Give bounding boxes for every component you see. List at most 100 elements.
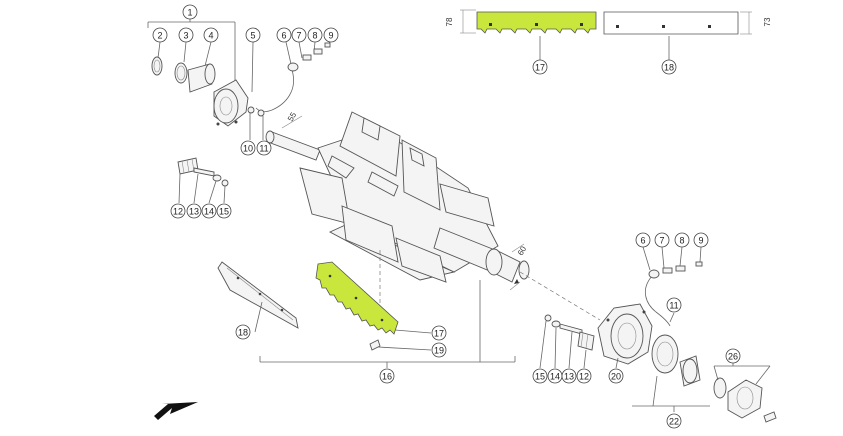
leader xyxy=(755,365,771,385)
callout-circle xyxy=(182,4,198,20)
callout-c22: 22 xyxy=(666,413,682,429)
spring-coil xyxy=(580,332,584,348)
dim-label-right: 73 xyxy=(763,17,772,26)
callout-number: 6 xyxy=(640,236,645,246)
callout-number: 9 xyxy=(698,236,703,246)
bearing-bore xyxy=(219,96,233,116)
callout-number: 2 xyxy=(157,31,162,41)
callout-c3: 3 xyxy=(178,27,194,43)
blade-hole xyxy=(616,25,619,28)
callout-c13a: 13 xyxy=(186,203,202,219)
callout-circle xyxy=(235,324,251,340)
leader xyxy=(583,349,587,369)
callout-c6a: 6 xyxy=(276,27,292,43)
leader xyxy=(642,246,651,271)
callout-c17a: 17 xyxy=(532,59,548,75)
bolt-shank xyxy=(193,167,215,177)
blade-hole xyxy=(380,318,384,322)
callout-circle xyxy=(654,232,670,248)
shaft-end xyxy=(265,130,275,144)
washer xyxy=(247,106,255,114)
callout-circle xyxy=(201,203,217,219)
circlip-inner xyxy=(176,65,186,81)
leader xyxy=(254,301,263,333)
arrow-mark-head xyxy=(514,279,519,284)
callout-c19: 19 xyxy=(431,342,447,358)
callout-number: 14 xyxy=(204,207,214,217)
callout-number: 8 xyxy=(679,236,684,246)
callout-c7b: 7 xyxy=(654,232,670,248)
inner-bar xyxy=(367,171,399,197)
callout-c18b: 18 xyxy=(235,324,251,340)
callout-number: 3 xyxy=(183,31,188,41)
callout-number: 6 xyxy=(281,31,286,41)
callout-c15b: 15 xyxy=(532,368,548,384)
serrated-blade-17 xyxy=(476,11,597,34)
callout-circle xyxy=(576,368,592,384)
blade-hole xyxy=(328,274,332,278)
blade-hole xyxy=(535,23,538,26)
callout-c7a: 7 xyxy=(291,27,307,43)
callout-circle xyxy=(725,348,741,364)
callout-number: 1 xyxy=(187,8,192,18)
nipple xyxy=(675,265,686,272)
leader xyxy=(298,41,303,59)
callout-circle xyxy=(532,59,548,75)
callout-circle xyxy=(379,368,395,384)
callout-c17b: 17 xyxy=(431,325,447,341)
hose-fitting xyxy=(287,62,299,72)
paddle xyxy=(341,205,399,263)
spring-coil xyxy=(186,159,190,173)
nipple xyxy=(302,54,312,61)
callout-circle xyxy=(245,27,261,43)
callout-number: 17 xyxy=(535,63,545,73)
callout-circle xyxy=(216,203,232,219)
leader xyxy=(568,331,573,369)
seal-ring-inner xyxy=(153,59,161,73)
nipple xyxy=(662,267,673,274)
callout-circle xyxy=(186,203,202,219)
leader xyxy=(204,41,212,67)
blade-hole xyxy=(708,25,711,28)
lower-blades xyxy=(217,261,516,368)
rotor-assembly: 55 60 xyxy=(265,110,530,291)
leader xyxy=(251,41,254,93)
callout-number: 18 xyxy=(238,328,248,338)
callout-c8b: 8 xyxy=(674,232,690,248)
grease-hose xyxy=(255,69,294,113)
callout-number: 17 xyxy=(434,329,444,339)
callout-number: 15 xyxy=(535,372,545,382)
callout-c14a: 14 xyxy=(201,203,217,219)
washer xyxy=(257,109,265,117)
blade-hole xyxy=(489,23,492,26)
bolt-19 xyxy=(369,339,381,351)
bolt xyxy=(606,318,610,322)
callout-circle xyxy=(307,27,323,43)
leader xyxy=(157,41,161,59)
bolt xyxy=(763,411,777,423)
leader xyxy=(539,320,547,369)
direction-arrow-icon xyxy=(154,402,198,420)
plain-blade-18 xyxy=(603,11,739,35)
callout-c18a: 18 xyxy=(661,59,677,75)
callout-c2: 2 xyxy=(152,27,168,43)
blade-hole xyxy=(580,23,583,26)
callout-number: 7 xyxy=(659,236,664,246)
shaft-end xyxy=(518,260,530,280)
callout-c11a: 11 xyxy=(256,140,272,156)
callout-c11b: 11 xyxy=(666,297,682,313)
callout-number: 10 xyxy=(243,144,253,154)
leader xyxy=(669,312,675,323)
callout-number: 11 xyxy=(669,301,678,311)
callout-number: 16 xyxy=(382,372,392,382)
callout-c12b: 12 xyxy=(576,368,592,384)
shaft-left xyxy=(267,131,321,161)
bolt xyxy=(216,122,220,126)
callout-circle xyxy=(666,413,682,429)
nipple xyxy=(324,42,331,48)
housing-bore xyxy=(617,322,637,350)
centerline xyxy=(519,271,601,321)
spring xyxy=(577,331,595,351)
